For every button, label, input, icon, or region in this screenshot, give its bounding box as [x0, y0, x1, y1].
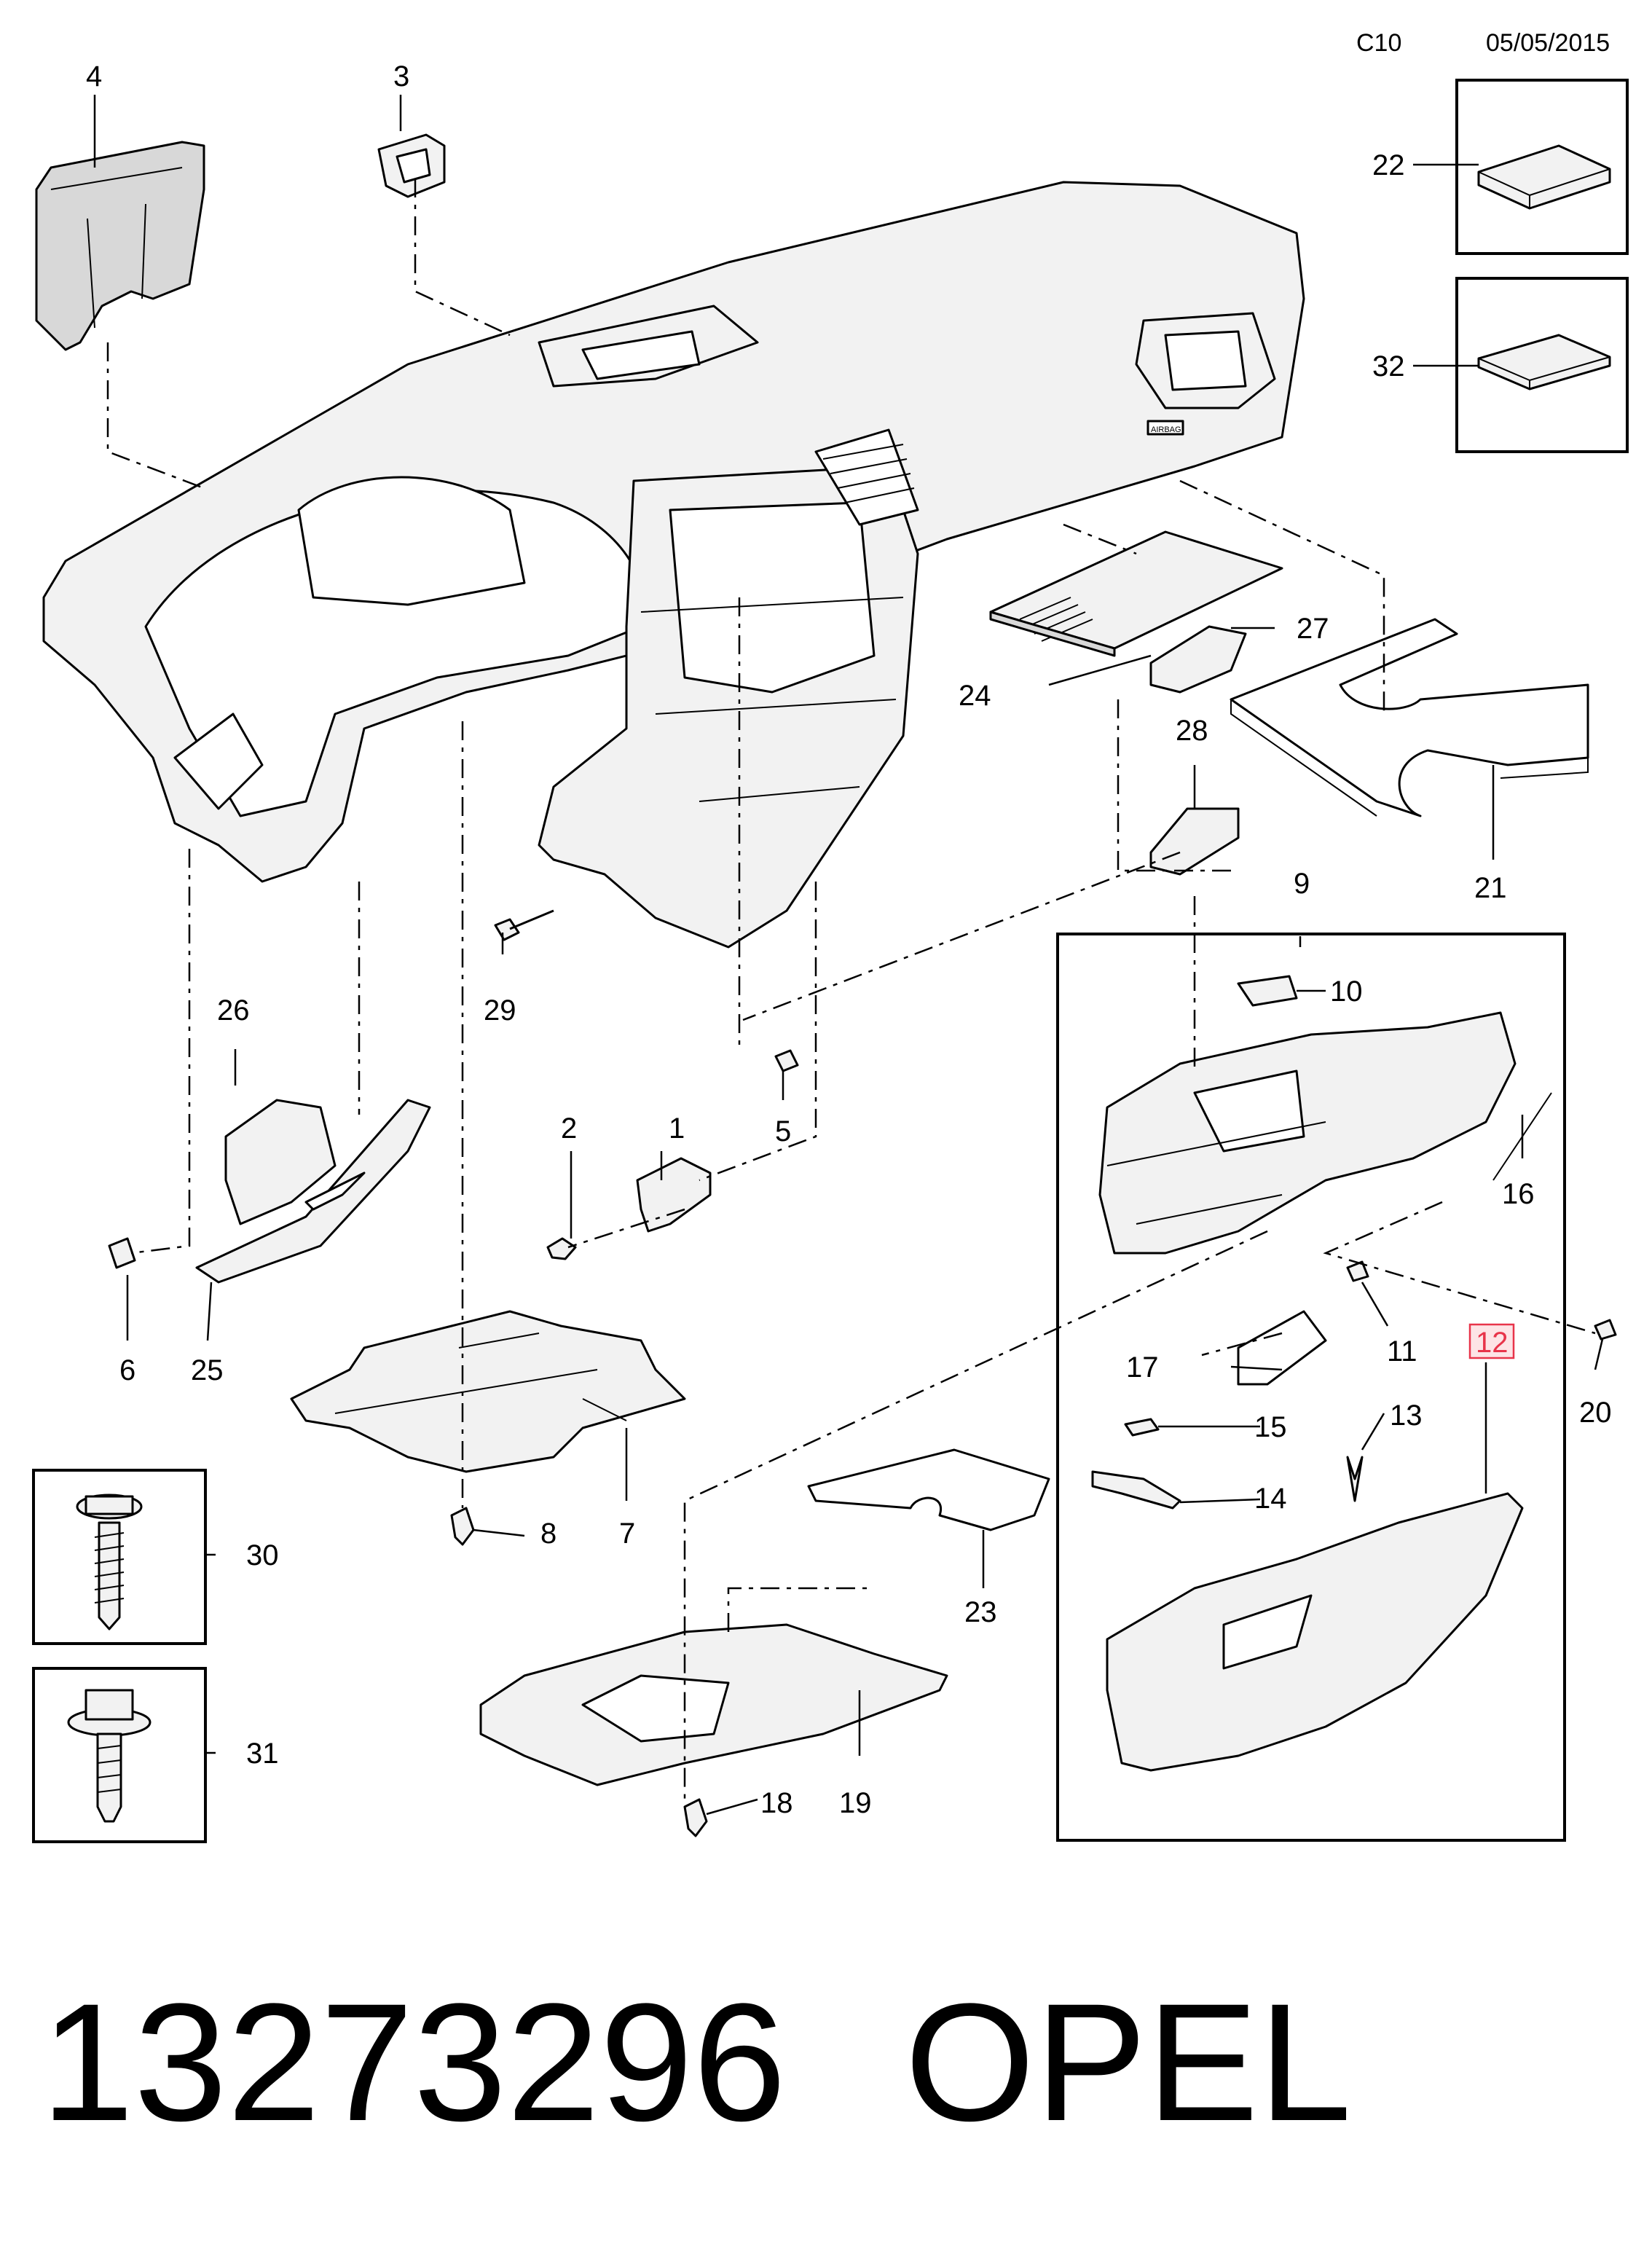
part-11-screw [1346, 1260, 1369, 1282]
callout-18: 18 [760, 1787, 793, 1819]
part-13-damper [1346, 1456, 1364, 1502]
box-30 [32, 1469, 207, 1645]
callouts: 1 2 3 4 5 6 7 8 9 10 11 12 13 14 15 16 1… [86, 60, 1612, 1819]
part-10-clip [1237, 975, 1298, 1007]
part-18-clip [683, 1798, 708, 1837]
part-8-clip [450, 1507, 475, 1546]
callout-23: 23 [964, 1596, 997, 1628]
leader-lines [93, 95, 1604, 1816]
box-22 [1455, 79, 1629, 255]
part-22-pad [1477, 144, 1611, 210]
brand-name: OPEL [905, 1969, 1352, 2156]
callout-28: 28 [1176, 715, 1208, 747]
callout-6: 6 [119, 1354, 135, 1386]
part-23-pad [807, 1448, 1050, 1531]
part-29-bolt [494, 909, 554, 941]
part-21-pad [1230, 618, 1589, 817]
assembly-lines [106, 178, 1596, 1800]
callout-32: 32 [1372, 350, 1405, 382]
part-12-glovebox-door [1106, 1492, 1524, 1772]
part-5-bolt [774, 1049, 799, 1072]
part-20-screw [1594, 1319, 1617, 1341]
callout-2: 2 [561, 1112, 577, 1145]
part-19-tray [479, 1623, 948, 1786]
callout-19: 19 [839, 1787, 872, 1819]
part-30-screw [76, 1494, 143, 1630]
callout-20: 20 [1579, 1397, 1612, 1429]
part-24-grille [989, 530, 1283, 657]
callout-3: 3 [393, 60, 409, 93]
airbag-marking: AIRBAG [1151, 425, 1181, 434]
part-15-nut [1124, 1418, 1160, 1437]
callout-12: 12 [1476, 1327, 1509, 1359]
part-6-clip [108, 1237, 136, 1269]
part-number: 13273296 [41, 1969, 786, 2156]
callout-25: 25 [191, 1354, 224, 1386]
sheet-date: 05/05/2015 [1486, 29, 1610, 57]
callout-22: 22 [1372, 149, 1405, 181]
part-9-glovebox-frame [1098, 1011, 1517, 1255]
box-31 [32, 1667, 207, 1843]
callout-5: 5 [775, 1115, 791, 1147]
part-31-bolt [67, 1689, 152, 1823]
callout-27: 27 [1297, 613, 1329, 645]
callout-12-highlight [1468, 1323, 1515, 1359]
part-27-clip [1149, 625, 1247, 694]
part-1-bracket [636, 1157, 712, 1233]
callout-1: 1 [669, 1112, 685, 1145]
callout-16: 16 [1502, 1178, 1535, 1210]
callout-24: 24 [959, 680, 991, 712]
part-25-trim [195, 1099, 431, 1284]
callout-9: 9 [1294, 868, 1310, 900]
box-9-glovebox [1056, 933, 1566, 1842]
part-2-screw [546, 1237, 577, 1260]
callout-13: 13 [1390, 1400, 1423, 1432]
part-28-clip [1149, 807, 1240, 876]
callout-29: 29 [484, 994, 516, 1027]
callout-14: 14 [1254, 1483, 1287, 1515]
callout-4: 4 [86, 60, 102, 93]
callout-17: 17 [1126, 1351, 1159, 1384]
callout-30: 30 [246, 1539, 279, 1571]
callout-8: 8 [540, 1518, 556, 1550]
callout-26: 26 [217, 994, 250, 1027]
sheet-code: C10 [1356, 29, 1401, 57]
instrument-panel: AIRBAG [42, 181, 1305, 949]
callout-15: 15 [1254, 1411, 1287, 1443]
callout-31: 31 [246, 1738, 279, 1770]
callout-10: 10 [1330, 976, 1363, 1008]
callout-11: 11 [1387, 1335, 1417, 1367]
part-4-bracket [35, 141, 205, 351]
callout-21: 21 [1474, 872, 1507, 904]
part-3-clip [377, 133, 446, 198]
callout-7: 7 [619, 1518, 635, 1550]
part-26-bracket [224, 1099, 337, 1225]
part-14-latch [1091, 1470, 1181, 1510]
part-7-panel [290, 1310, 686, 1473]
part-17-cover [1237, 1310, 1327, 1386]
part-32-pad [1477, 334, 1611, 390]
